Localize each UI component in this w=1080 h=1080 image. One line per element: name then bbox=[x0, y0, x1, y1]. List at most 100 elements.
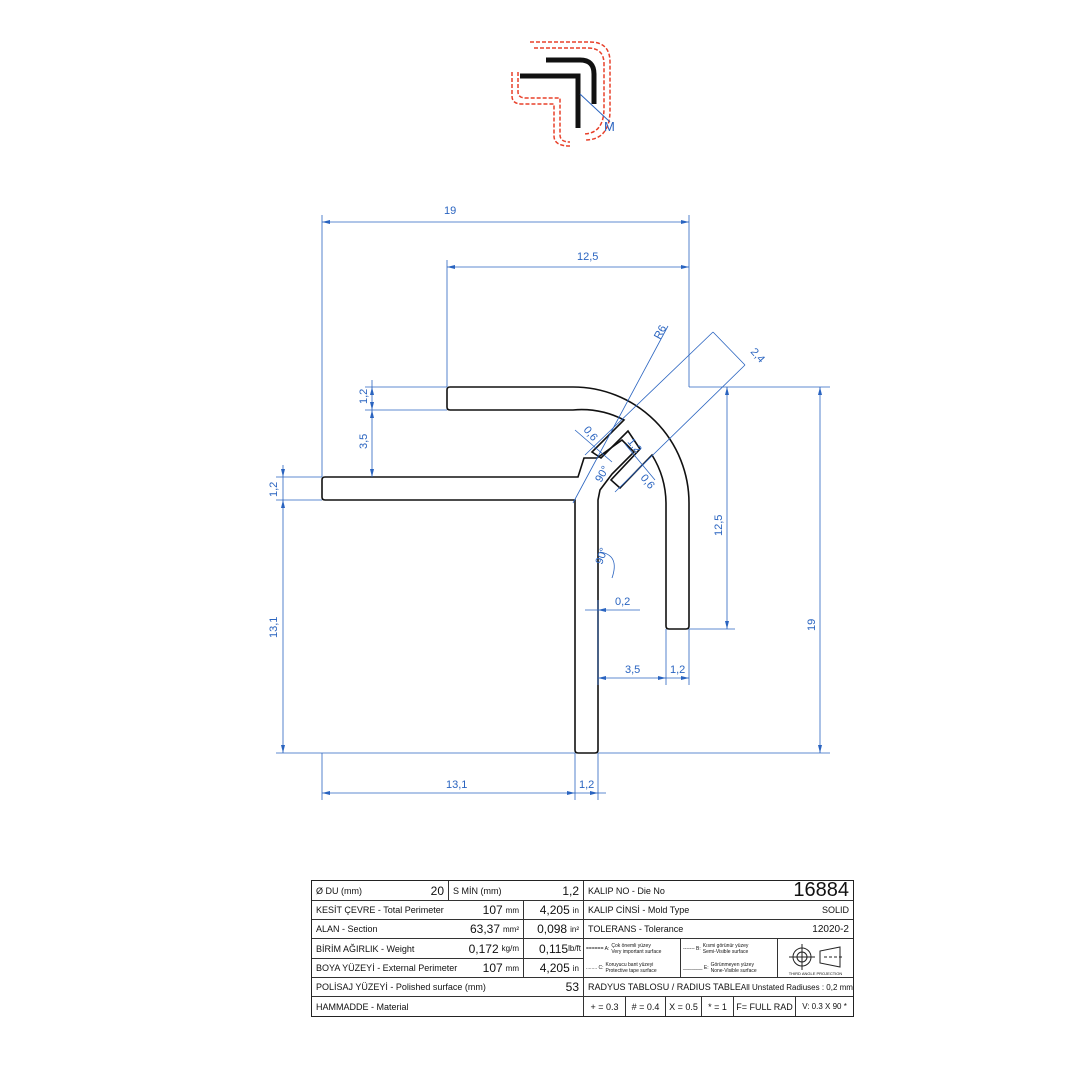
dim-slot-width: 2,4 bbox=[748, 346, 767, 365]
legend-e-tr: Görünmeyen yüzey bbox=[710, 962, 754, 968]
legend-e-key: _______ E: bbox=[683, 965, 709, 971]
du-value: 20 bbox=[430, 883, 444, 898]
weight-kg: 0,172 bbox=[468, 941, 499, 956]
legend-e-en: None-Visible surface bbox=[710, 968, 757, 974]
perimeter-in: 4,205 bbox=[539, 903, 570, 917]
dim-overall-width: 19 bbox=[444, 205, 456, 217]
weight-label: BİRİM AĞIRLIK - Weight bbox=[316, 943, 415, 954]
dim-right-leg: 12,5 bbox=[713, 515, 725, 536]
dim-radius: R6 bbox=[652, 323, 669, 341]
section-in: 0,098 bbox=[537, 922, 568, 936]
material-label: HAMMADDE - Material bbox=[316, 1001, 409, 1012]
third-angle-projection-icon bbox=[788, 944, 844, 970]
perimeter-label: KESİT ÇEVRE - Total Perimeter bbox=[316, 905, 444, 915]
radius-cell: * = 1 bbox=[702, 997, 734, 1016]
legend-a-tr: Çok önemli yüzey bbox=[611, 943, 651, 949]
title-block: Ø DU (mm) 20 S MİN (mm) 1,2 KESİT ÇEVRE - … bbox=[311, 880, 854, 1017]
radius-cell: # = 0.4 bbox=[626, 997, 666, 1016]
dim-bottom-left: 13,1 bbox=[446, 779, 467, 791]
dim-tab-b: 1,2 bbox=[625, 436, 644, 455]
mold-value: SOLID bbox=[821, 905, 849, 915]
dim-right-thickness: 1,2 bbox=[670, 664, 685, 676]
radius-title: RADYUS TABLOSU / RADIUS TABLE bbox=[588, 982, 741, 992]
unit-in2: in² bbox=[570, 924, 579, 934]
section-label: ALAN - Section bbox=[316, 924, 378, 934]
die-value: 16884 bbox=[793, 881, 849, 901]
dim-left-height: 13,1 bbox=[268, 617, 280, 638]
dim-angle-lower: 90° bbox=[594, 546, 611, 566]
dim-overall-height: 19 bbox=[806, 619, 818, 631]
dim-top-thickness: 1,2 bbox=[358, 389, 370, 404]
legend-b-en: Semi-Visible surface bbox=[702, 949, 749, 955]
die-label: KALIP NO - Die No bbox=[588, 885, 665, 896]
polish-cell: POLİSAJ YÜZEYİ - Polished surface (mm) 53 bbox=[312, 978, 584, 997]
projection-cell: THIRD ANGLE PROJECTION bbox=[778, 939, 853, 978]
radius-note: All Unstated Radiuses : 0,2 mm bbox=[740, 982, 853, 992]
dim-tab-a: 0,6 bbox=[581, 424, 600, 443]
tol-label: TOLERANS - Tolerance bbox=[588, 924, 684, 934]
radius-cell: + = 0.3 bbox=[584, 997, 626, 1016]
dim-top-leg: 12,5 bbox=[577, 251, 598, 263]
dim-clearance: 0,2 bbox=[615, 596, 630, 608]
dim-right-gap: 3,5 bbox=[625, 664, 640, 676]
ext-in: 4,205 bbox=[539, 961, 570, 975]
dim-top-gap: 3,5 bbox=[358, 434, 370, 449]
radius-cell: V: 0.3 X 90 * bbox=[802, 1002, 847, 1011]
material-cell: HAMMADDE - Material bbox=[312, 997, 584, 1016]
unit-mm: mm bbox=[505, 905, 519, 915]
ext-mm: 107 bbox=[482, 961, 503, 975]
radius-cell: F= FULL RAD bbox=[734, 997, 796, 1016]
outer-profile bbox=[446, 386, 690, 630]
legend-c-key: ........ C: bbox=[586, 965, 604, 971]
legend-b-key: ------- B: bbox=[683, 946, 701, 952]
dimension-lines bbox=[276, 215, 830, 800]
dim-angle-tab: 90° bbox=[593, 464, 612, 484]
unit-mm2: mm² bbox=[503, 924, 519, 934]
perimeter-mm: 107 bbox=[482, 903, 503, 917]
legend-a-key: ====== A: bbox=[586, 946, 610, 952]
legend-b-tr: Kısmi görünür yüzey bbox=[702, 943, 749, 949]
smin-cell: S MİN (mm) 1,2 bbox=[449, 881, 584, 901]
smin-label: S MİN (mm) bbox=[453, 885, 502, 896]
du-label: Ø DU (mm) bbox=[316, 885, 362, 896]
die-cell: KALIP NO - Die No 16884 bbox=[584, 881, 853, 901]
radius-cell: X = 0.5 bbox=[666, 997, 702, 1016]
dimension-labels: 19 12,5 R6 2,4 1,2 3,5 1,2 13,1 12,5 19 … bbox=[268, 205, 818, 791]
polish-label: POLİSAJ YÜZEYİ - Polished surface (mm) bbox=[316, 982, 486, 992]
inner-profile bbox=[321, 438, 636, 754]
smin-value: 1,2 bbox=[562, 883, 579, 898]
dim-left-thickness: 1,2 bbox=[268, 482, 280, 497]
profile-thumbnail-icon: M bbox=[511, 41, 615, 147]
mold-label: KALIP CİNSİ - Mold Type bbox=[588, 905, 690, 915]
unit-kgm: kg/m bbox=[501, 944, 519, 953]
profile-drawing: M 19 12,5 R6 bbox=[268, 41, 830, 800]
projection-label: THIRD ANGLE PROJECTION bbox=[788, 971, 843, 976]
unit-in: in bbox=[572, 905, 579, 915]
legend-a-en: Very important surface bbox=[611, 949, 662, 955]
section-mm: 63,37 bbox=[469, 922, 500, 936]
legend-c-en: Protective tape surface bbox=[605, 968, 657, 974]
unit-in: in bbox=[572, 963, 579, 973]
dim-tab-c: 0,6 bbox=[638, 472, 657, 491]
ext-label: BOYA YÜZEYİ - External Perimeter bbox=[316, 963, 458, 973]
polish-value: 53 bbox=[565, 980, 579, 994]
tol-value: 12020-2 bbox=[812, 923, 849, 935]
unit-mm: mm bbox=[505, 963, 519, 973]
mold-cell: KALIP CİNSİ - Mold Type SOLID bbox=[584, 901, 853, 920]
du-cell: Ø DU (mm) 20 bbox=[312, 881, 449, 901]
icon-label: M bbox=[604, 119, 615, 134]
unit-lbft: lb/ft bbox=[568, 944, 581, 953]
